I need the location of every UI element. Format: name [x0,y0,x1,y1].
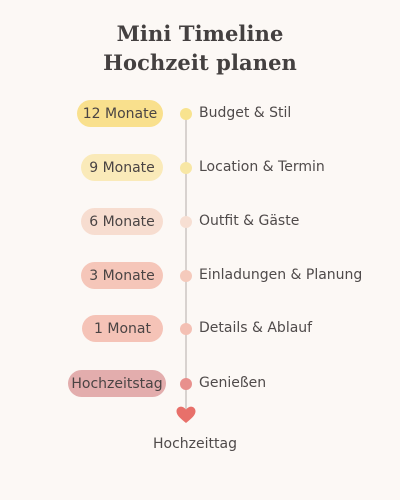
time-badge: Hochzeitstag [68,370,166,397]
step-label: Budget & Stil [199,105,292,121]
timeline-rail [185,113,187,410]
timeline-step: 1 Monat Details & Ablauf [0,315,400,343]
timeline-step: 6 Monate Outfit & Gäste [0,208,400,236]
timeline-dot [180,270,192,282]
timeline-step: 3 Monate Einladungen & Planung [0,262,400,290]
step-label: Outfit & Gäste [199,213,300,229]
timeline-dot [180,323,192,335]
time-badge: 12 Monate [77,100,163,127]
timeline-dot [180,162,192,174]
timeline-dot [180,216,192,228]
timeline-step: 12 Monate Budget & Stil [0,100,400,128]
time-badge: 1 Monat [82,315,163,342]
page-title: Mini Timeline [116,21,284,46]
step-label: Location & Termin [199,159,325,175]
time-badge: 9 Monate [81,154,163,181]
step-label: Einladungen & Planung [199,267,363,283]
timeline-step: Hochzeitstag Genießen [0,370,400,398]
timeline-step: 9 Monate Location & Termin [0,154,400,182]
heart-icon [176,406,196,423]
timeline-dot [180,378,192,390]
page-subtitle: Hochzeit planen [103,50,297,75]
step-label: Genießen [199,375,267,391]
timeline-dot [180,108,192,120]
time-badge: 6 Monate [81,208,163,235]
step-label: Details & Ablauf [199,320,313,336]
time-badge: 3 Monate [81,262,163,289]
end-label: Hochzeittag [153,436,237,452]
